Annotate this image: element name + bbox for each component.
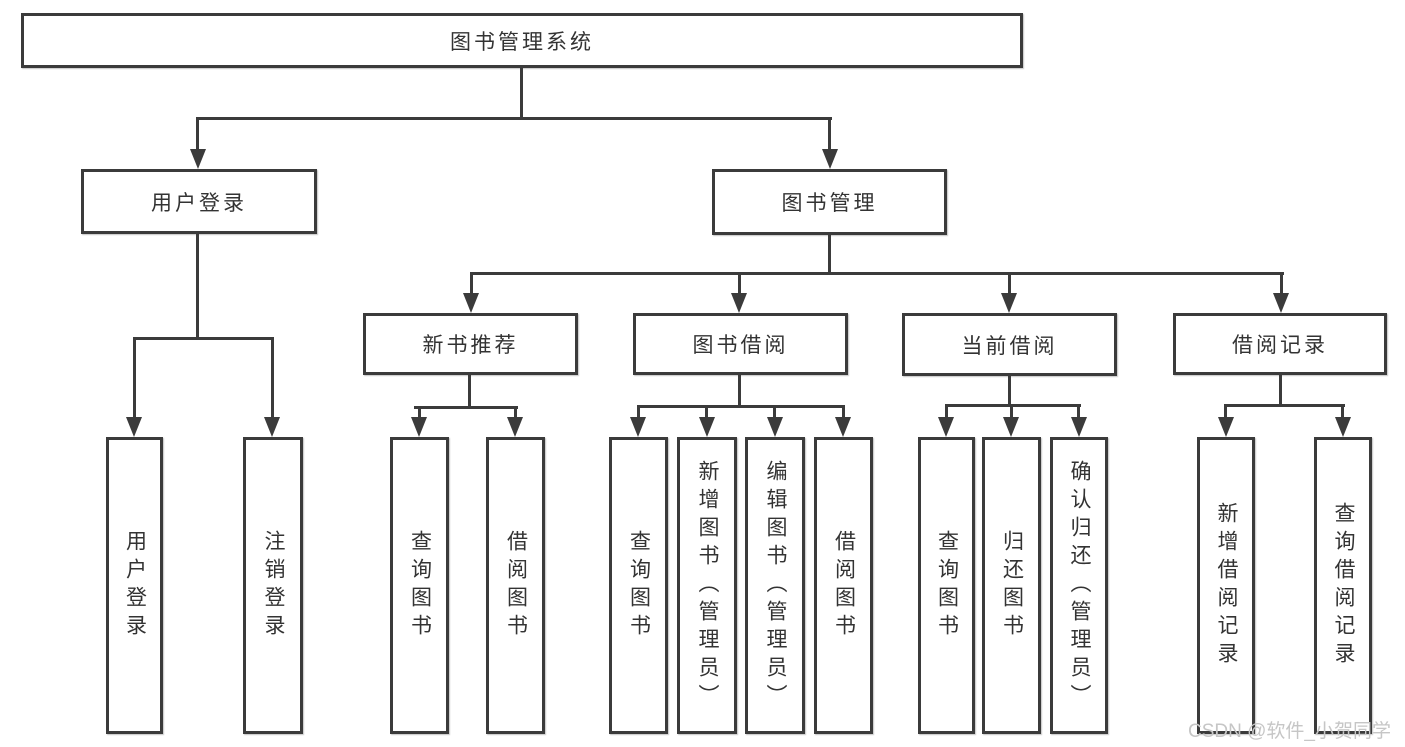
arrowhead-current-return [1003, 417, 1019, 437]
leaf-records-query-record: 查询借阅记录 [1314, 437, 1372, 734]
connector-level3-horizontal [470, 272, 1284, 275]
connector-borrow-horizontal [637, 405, 845, 408]
arrowhead-recommend-borrow [507, 417, 523, 437]
connector-level2-horizontal [196, 117, 832, 120]
arrowhead-records-add [1218, 417, 1234, 437]
leaf-borrow-add-book-admin: 新增图书（管理员） [677, 437, 737, 734]
leaf-current-return-book: 归还图书 [982, 437, 1041, 734]
leaf-records-add-record: 新增借阅记录 [1197, 437, 1255, 734]
connector-current-vertical [1008, 376, 1011, 407]
arrowhead-borrow-edit [767, 417, 783, 437]
arrowhead-current-confirm [1071, 417, 1087, 437]
connector-to-leaf-user-login [133, 337, 136, 419]
node-root: 图书管理系统 [21, 13, 1023, 68]
leaf-borrow-query-book: 查询图书 [609, 437, 668, 734]
connector-current-horizontal [945, 404, 1081, 407]
connector-borrow-vertical [738, 375, 741, 408]
leaf-current-return-book-label: 归还图书 [1000, 529, 1024, 642]
leaf-borrow-borrow-book-label: 借阅图书 [832, 529, 856, 642]
leaf-records-add-record-label: 新增借阅记录 [1215, 501, 1238, 670]
arrowhead-current-borrow [1001, 293, 1017, 313]
connector-to-recommend-query [418, 406, 421, 420]
leaf-borrow-edit-book-admin: 编辑图书（管理员） [745, 437, 805, 734]
connector-to-current-confirm [1077, 404, 1080, 420]
leaf-recommend-query-book-label: 查询图书 [408, 529, 432, 642]
arrowhead-borrow-borrow [835, 417, 851, 437]
arrowhead-new-book-recommend [463, 293, 479, 313]
leaf-records-query-record-label: 查询借阅记录 [1332, 501, 1355, 670]
leaf-borrow-edit-book-admin-label: 编辑图书（管理员） [764, 459, 787, 712]
connector-recommend-vertical [468, 375, 471, 409]
connector-to-recommend-borrow [514, 406, 517, 420]
connector-to-borrow-query [637, 405, 640, 420]
leaf-recommend-borrow-book-label: 借阅图书 [504, 529, 528, 642]
node-user-login-label: 用户登录 [151, 191, 247, 215]
leaf-current-confirm-return-admin: 确认归还（管理员） [1050, 437, 1108, 734]
connector-to-borrow-borrow [842, 405, 845, 420]
connector-to-user-login [196, 117, 199, 151]
node-borrow-records-label: 借阅记录 [1232, 334, 1328, 357]
node-user-login: 用户登录 [81, 169, 317, 234]
connector-records-horizontal [1224, 404, 1345, 407]
arrowhead-book-management [822, 149, 838, 169]
leaf-borrow-add-book-admin-label: 新增图书（管理员） [696, 459, 719, 712]
leaf-logout: 注销登录 [243, 437, 303, 734]
leaf-borrow-borrow-book: 借阅图书 [814, 437, 873, 734]
arrowhead-borrow-records [1273, 293, 1289, 313]
connector-root-vertical [520, 68, 523, 119]
node-new-book-recommend-label: 新书推荐 [422, 334, 519, 357]
leaf-user-login-label: 用户登录 [123, 529, 147, 642]
connector-to-current-return [1010, 404, 1013, 420]
leaf-recommend-borrow-book: 借阅图书 [486, 437, 545, 734]
connector-to-book-borrow [738, 272, 741, 295]
leaf-borrow-query-book-label: 查询图书 [627, 529, 651, 642]
leaf-current-query-book: 查询图书 [918, 437, 975, 734]
leaf-recommend-query-book: 查询图书 [390, 437, 449, 734]
leaf-current-query-book-label: 查询图书 [935, 529, 959, 642]
node-new-book-recommend: 新书推荐 [363, 313, 578, 375]
arrowhead-recommend-query [411, 417, 427, 437]
connector-user-login-horizontal [133, 337, 274, 340]
connector-recommend-horizontal [414, 406, 518, 409]
node-book-borrow-label: 图书借阅 [692, 334, 789, 357]
arrowhead-book-borrow [731, 293, 747, 313]
connector-book-mgmt-vertical [828, 235, 831, 275]
node-current-borrow: 当前借阅 [902, 313, 1117, 376]
node-current-borrow-label: 当前借阅 [961, 334, 1058, 358]
arrowhead-borrow-add [699, 417, 715, 437]
arrowhead-leaf-user-login [126, 417, 142, 437]
connector-to-current-query [945, 404, 948, 420]
connector-to-borrow-add [705, 405, 708, 420]
leaf-user-login: 用户登录 [106, 437, 163, 734]
leaf-current-confirm-return-admin-label: 确认归还（管理员） [1068, 459, 1091, 712]
connector-to-book-management [828, 117, 831, 151]
arrowhead-user-login [190, 149, 206, 169]
connector-to-leaf-logout [271, 337, 274, 419]
connector-user-login-vertical [196, 234, 199, 339]
node-root-label: 图书管理系统 [450, 30, 594, 54]
arrowhead-records-query [1335, 417, 1351, 437]
connector-to-records-query [1341, 404, 1344, 420]
leaf-logout-label: 注销登录 [262, 529, 285, 642]
node-book-management: 图书管理 [712, 169, 947, 235]
arrowhead-leaf-logout [264, 417, 280, 437]
node-borrow-records: 借阅记录 [1173, 313, 1387, 375]
connector-to-records-add [1224, 404, 1227, 420]
connector-records-vertical [1279, 375, 1282, 407]
node-book-management-label: 图书管理 [781, 192, 878, 215]
connector-to-borrow-records [1280, 272, 1283, 295]
connector-to-current-borrow [1008, 272, 1011, 295]
arrowhead-current-query [938, 417, 954, 437]
arrowhead-borrow-query [630, 417, 646, 437]
connector-to-borrow-edit [773, 405, 776, 420]
node-book-borrow: 图书借阅 [633, 313, 848, 375]
connector-to-new-book-recommend [470, 272, 473, 295]
csdn-watermark: CSDN @软件_小贺同学 [1188, 721, 1391, 742]
